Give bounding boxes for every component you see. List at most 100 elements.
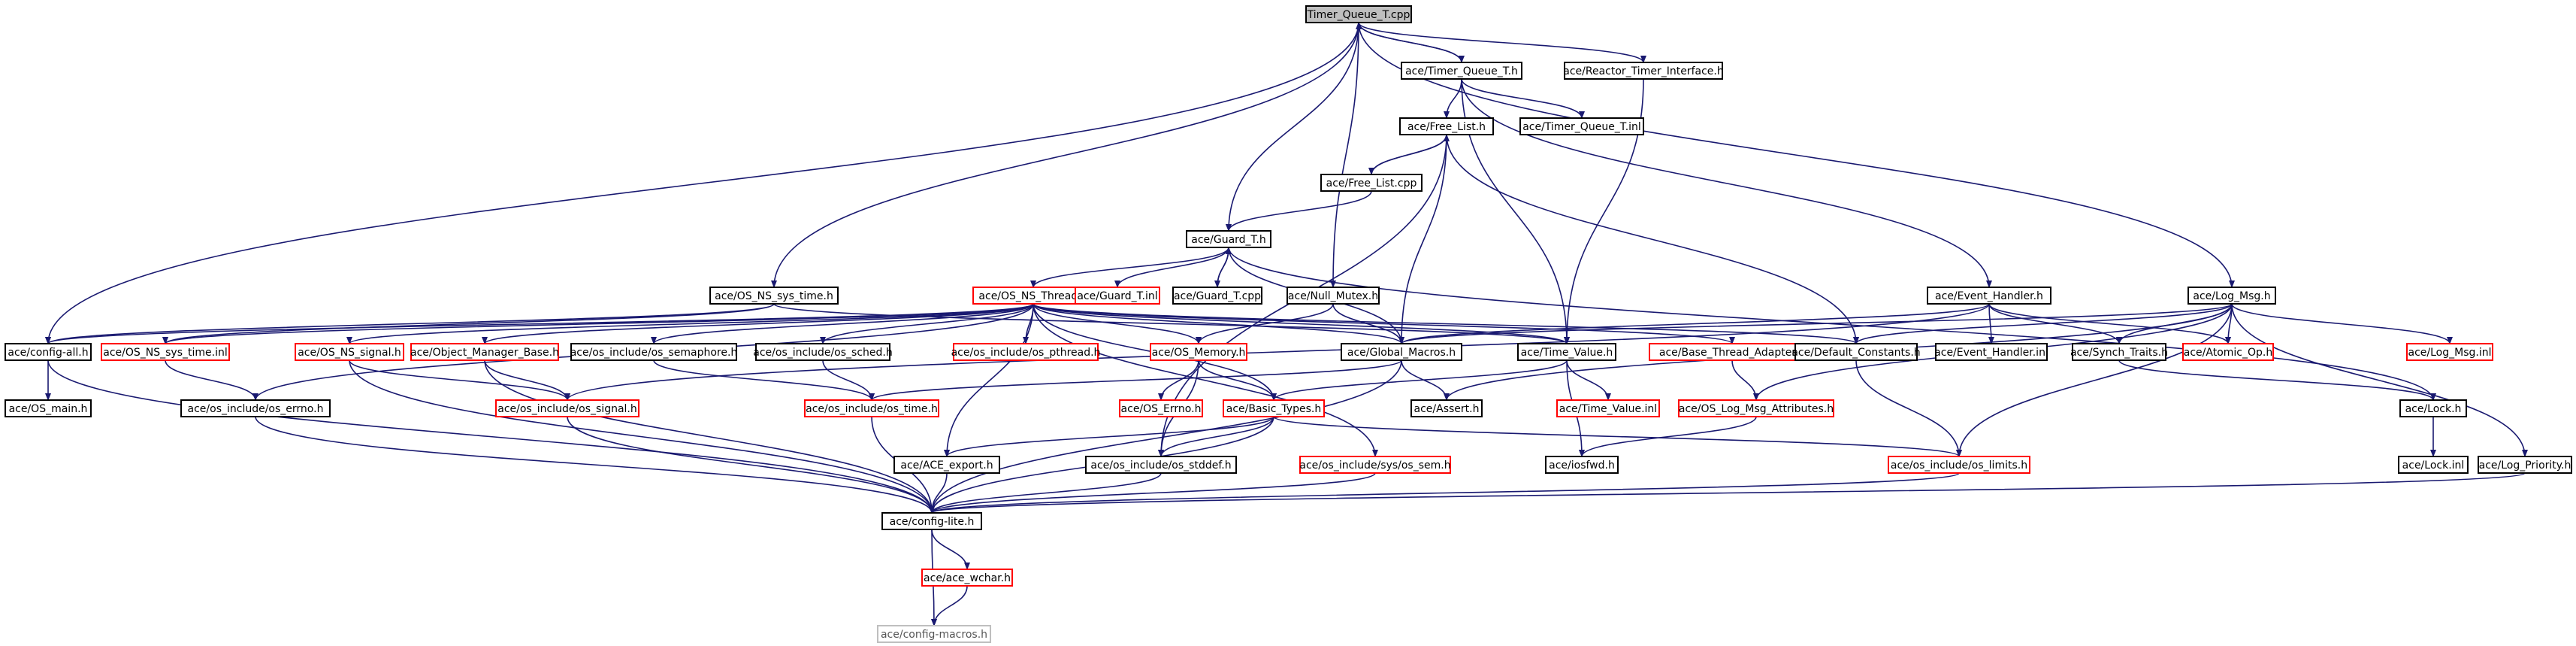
node-box	[1186, 230, 1271, 248]
node-os-errno-ace[interactable]: ace/OS_Errno.h	[1119, 399, 1203, 417]
node-free-list-h[interactable]: ace/Free_List.h	[1399, 117, 1494, 135]
node-os-signal[interactable]: ace/OS_NS_signal.h	[295, 343, 404, 361]
edge-os_thread-to-global_macros	[1033, 303, 1404, 344]
node-label: ace/Guard_T.h	[1191, 234, 1266, 246]
node-os-stddef[interactable]: ace/os_include/os_stddef.h	[1085, 456, 1237, 474]
node-box	[1119, 399, 1203, 417]
node-time-value[interactable]: ace/Time_Value.h	[1517, 343, 1616, 361]
node-label: ace/iosfwd.h	[1549, 459, 1615, 472]
node-lock-inl[interactable]: ace/Lock.inl	[2398, 456, 2469, 474]
node-tv-inl[interactable]: ace/Time_Value.inl	[1556, 399, 1660, 417]
node-eh-inl[interactable]: ace/Event_Handler.inl	[1934, 343, 2048, 361]
node-default-const[interactable]: ace/Default_Constants.h	[1791, 343, 1921, 361]
edge-log_msg-to-global_macros	[1398, 303, 2233, 344]
edge-os_signal-to-os_signal_h	[349, 359, 570, 401]
edge-omb-to-config_lite	[484, 359, 935, 514]
node-label: ace/os_include/os_sched.h	[753, 347, 892, 359]
node-log-msg-inl[interactable]: ace/Log_Msg.inl	[2406, 343, 2493, 361]
edge-layer	[45, 22, 2528, 626]
node-box	[1320, 174, 1423, 192]
node-log-msg[interactable]: ace/Log_Msg.h	[2187, 287, 2276, 305]
node-label: ace/Event_Handler.h	[1935, 290, 2043, 302]
node-box	[1678, 399, 1834, 417]
node-os-sched[interactable]: ace/os_include/os_sched.h	[753, 343, 893, 361]
node-synch-traits[interactable]: ace/Synch_Traits.h	[2070, 343, 2168, 361]
node-box	[2182, 343, 2274, 361]
edge-os_thread-to-os_sys_sem	[1033, 303, 1378, 457]
node-bta[interactable]: ace/Base_Thread_Adapter.h	[1649, 343, 1816, 361]
node-free-list-cpp[interactable]: ace/Free_List.cpp	[1320, 174, 1423, 192]
node-log-priority[interactable]: ace/Log_Priority.h	[2478, 456, 2572, 474]
node-config-all[interactable]: ace/config-all.h	[5, 343, 92, 361]
node-iosfwd[interactable]: ace/iosfwd.h	[1545, 456, 1619, 474]
node-box	[709, 287, 839, 305]
edge-synch_traits-to-lock_h	[2118, 359, 2436, 401]
node-basic-types[interactable]: ace/Basic_Types.h	[1223, 399, 1325, 417]
node-label: ace/os_include/os_stddef.h	[1090, 459, 1231, 472]
edge-tq_h-to-free_list_h	[1444, 78, 1462, 119]
edge-guard_cpp-to-guard_h	[1217, 247, 1232, 288]
edge-tq_h-to-root	[1356, 22, 1462, 63]
edge-basic_types-to-os_stddef	[1158, 416, 1274, 457]
node-omb[interactable]: ace/Object_Manager_Base.h	[410, 343, 559, 361]
edge-root-to-null_mutex	[1330, 22, 1359, 288]
node-os-limits[interactable]: ace/os_include/os_limits.h	[1888, 456, 2030, 474]
node-guard-h[interactable]: ace/Guard_T.h	[1186, 230, 1271, 248]
edge-time_value-to-tv_inl	[1566, 359, 1611, 401]
node-label: ace/os_include/os_limits.h	[1891, 459, 2027, 472]
node-atomic-op[interactable]: ace/Atomic_Op.h	[2182, 343, 2274, 361]
node-label: ace/Guard_T.cpp	[1174, 290, 1261, 302]
node-guard-cpp[interactable]: ace/Guard_T.cpp	[1172, 287, 1262, 305]
node-os-errno[interactable]: ace/os_include/os_errno.h	[180, 399, 331, 417]
node-label: ace/Lock.inl	[2402, 459, 2465, 472]
node-box	[5, 343, 92, 361]
node-config-macros[interactable]: ace/config-macros.h	[877, 625, 991, 643]
node-os-main[interactable]: ace/OS_main.h	[5, 399, 92, 417]
node-box	[1085, 456, 1237, 474]
node-tq-inl[interactable]: ace/Timer_Queue_T.inl	[1519, 117, 1644, 135]
node-assert-h[interactable]: ace/Assert.h	[1410, 399, 1483, 417]
node-rti[interactable]: ace/Reactor_Timer_Interface.h	[1563, 62, 1724, 80]
node-box	[180, 399, 331, 417]
node-ace-wchar[interactable]: ace/ace_wchar.h	[921, 569, 1013, 587]
node-guard-inl[interactable]: ace/Guard_T.inl	[1075, 287, 1160, 305]
node-os-sem[interactable]: ace/os_include/os_semaphore.h	[570, 343, 738, 361]
node-sys-time-inl[interactable]: ace/OS_NS_sys_time.inl	[101, 343, 230, 361]
node-box	[1299, 456, 1451, 474]
edge-basic_types-to-os_limits	[1273, 416, 1962, 457]
node-box	[2406, 343, 2493, 361]
node-os-pthread[interactable]: ace/os_include/os_pthread.h	[951, 343, 1101, 361]
edge-os_thread-to-ace_export	[944, 303, 1034, 457]
node-sys-time[interactable]: ace/OS_NS_sys_time.h	[709, 287, 839, 305]
edge-os_sem-to-os_time	[653, 359, 875, 401]
node-global-macros[interactable]: ace/Global_Macros.h	[1341, 343, 1462, 361]
node-box	[570, 343, 737, 361]
node-tq-h[interactable]: ace/Timer_Queue_T.h	[1401, 62, 1522, 80]
node-event-handler[interactable]: ace/Event_Handler.h	[1927, 287, 2051, 305]
node-os-memory[interactable]: ace/OS_Memory.h	[1150, 343, 1247, 361]
node-olma[interactable]: ace/OS_Log_Msg_Attributes.h	[1678, 399, 1834, 417]
node-label: ace/OS_main.h	[9, 403, 88, 415]
node-box	[1399, 117, 1494, 135]
node-box	[1286, 287, 1380, 305]
node-label: ace/os_include/os_time.h	[806, 403, 938, 415]
node-label: ace/Log_Priority.h	[2479, 459, 2571, 472]
node-config-lite[interactable]: ace/config-lite.h	[881, 512, 982, 530]
node-ace-export[interactable]: ace/ACE_export.h	[893, 456, 1000, 474]
node-os-sys-sem[interactable]: ace/os_include/sys/os_sem.h	[1299, 456, 1451, 474]
edge-root-to-config_all	[45, 22, 1359, 344]
node-label: ace/Basic_Types.h	[1226, 403, 1321, 415]
node-null-mutex[interactable]: ace/Null_Mutex.h	[1286, 287, 1380, 305]
edge-root-to-rti	[1358, 22, 1646, 63]
edge-event_handler-to-atomic_op	[1988, 303, 2231, 344]
edge-log_priority-to-config_lite	[929, 472, 2526, 514]
edge-event_handler-to-os_signal_h	[564, 303, 1990, 401]
node-lock-h[interactable]: ace/Lock.h	[2399, 399, 2467, 417]
node-label: ace/os_include/os_semaphore.h	[570, 347, 738, 359]
node-os-time[interactable]: ace/os_include/os_time.h	[804, 399, 939, 417]
node-box	[5, 399, 92, 417]
node-label: ace/Timer_Queue_T.inl	[1522, 121, 1641, 133]
node-box	[101, 343, 230, 361]
node-os-signal-h[interactable]: ace/os_include/os_signal.h	[495, 399, 639, 417]
